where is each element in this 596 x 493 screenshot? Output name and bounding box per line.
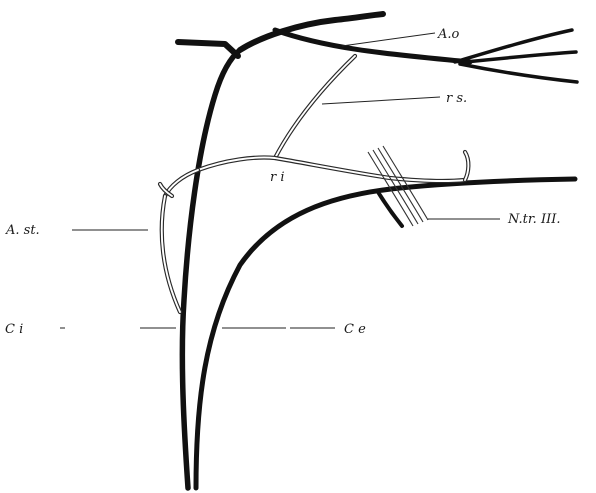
- internal-carotid-trunk: [182, 50, 240, 488]
- leader-a-o: [342, 33, 435, 46]
- label-r-s: r s.: [446, 91, 467, 106]
- label-a-o: A.o: [437, 27, 460, 42]
- ophthalmic-branch-lower: [460, 64, 577, 82]
- label-c-i: C i: [5, 322, 23, 337]
- internal-carotid-top-right: [240, 14, 383, 50]
- label-c-e: C e: [344, 322, 366, 337]
- label-r-i: r i: [270, 170, 285, 185]
- external-carotid-branch: [378, 192, 402, 226]
- leader-r-s: [322, 97, 440, 104]
- label-a-st: A. st.: [5, 223, 40, 238]
- label-n-tr: N.tr. III.: [507, 212, 561, 227]
- internal-carotid-top-left: [178, 42, 238, 56]
